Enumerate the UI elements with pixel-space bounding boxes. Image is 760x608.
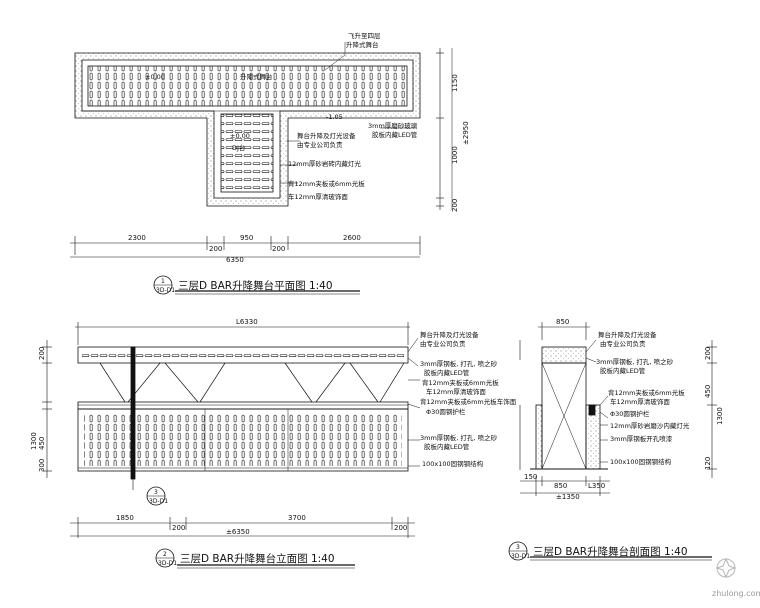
watermark-text: zhulong.com bbox=[712, 589, 760, 598]
elevation-note-4: 胶板内藏LED管 bbox=[424, 368, 470, 377]
elevation-badge-top: 2 bbox=[163, 551, 167, 558]
plan-equip-1: 舞台升降及灯光设备 bbox=[297, 131, 356, 140]
section-upper-block bbox=[541, 346, 587, 364]
elevation-note-6: 车12mm厚清玻饰面 bbox=[426, 387, 486, 396]
plan-equip-2: 由专业公司负责 bbox=[297, 140, 343, 149]
plan-deck-stem bbox=[220, 113, 274, 193]
watermark-logo-icon bbox=[715, 557, 737, 579]
section-note-5: 背12mm夹板或6mm光板 bbox=[608, 388, 685, 397]
elevation-note-3: 3mm厚钢板, 打孔, 喷之砂 bbox=[420, 359, 498, 368]
elevation-dim-b3: 3700 bbox=[288, 514, 306, 522]
elevation-note-9: 3mm厚钢板, 打孔, 喷之砂 bbox=[420, 433, 498, 442]
elevation-note-10: 胶板内藏LED管 bbox=[424, 442, 470, 451]
elevation-upper-deck bbox=[77, 346, 409, 364]
elevation-title: 三层D BAR升降舞台立面图 1:40 bbox=[180, 552, 335, 565]
plan-level-mark: -1.05 bbox=[326, 113, 343, 121]
elevation-dim-b4: 200 bbox=[394, 524, 407, 532]
elevation-dim-left-3: 300 bbox=[38, 459, 46, 472]
plan-dim-2: 200 bbox=[209, 245, 222, 253]
plan-note-r1: 12mm厚砂岩砖内藏灯光 bbox=[288, 159, 361, 168]
plan-deck-top bbox=[87, 65, 408, 107]
plan-dim-right-3: 200 bbox=[451, 199, 459, 212]
elevation-note-7: 背12mm夹板或6mm光板车饰面 bbox=[420, 397, 517, 406]
elevation-badge-bottom: 3D-D1 bbox=[158, 560, 177, 567]
elevation-railing bbox=[77, 401, 409, 410]
plan-center-top: 升降式舞台 bbox=[240, 72, 273, 81]
elevation-note-11: 100x100固钢钢结构 bbox=[422, 459, 484, 468]
plan-badge-bottom: 3D-D1 bbox=[156, 287, 175, 294]
plan-view bbox=[70, 42, 453, 295]
elevation-text: L6330 200 450 300 1300 1850 200 3700 200… bbox=[30, 318, 517, 567]
section-note-10: 100x100固钢钢结构 bbox=[610, 457, 672, 466]
section-note-1: 舞台升降及灯光设备 bbox=[598, 330, 657, 339]
section-dim-b1: 150 bbox=[524, 473, 537, 481]
plan-dim-right-1: 1150 bbox=[451, 74, 459, 92]
elevation-section-badge-top: 3 bbox=[154, 489, 158, 496]
plan-note-top-1: 飞升至四层 bbox=[348, 31, 381, 40]
watermark: zhulong.com bbox=[712, 557, 760, 598]
plan-dim-3: 950 bbox=[240, 234, 253, 242]
plan-note-r2b: 车12mm厚清玻饰面 bbox=[288, 192, 348, 201]
elevation-dim-b1: 1850 bbox=[116, 514, 134, 522]
section-note-2: 由专业公司负责 bbox=[600, 339, 646, 348]
elevation-view bbox=[42, 322, 421, 569]
plan-note-r2a: 背12mm夹板或6mm光板 bbox=[288, 179, 365, 188]
elevation-dim-left-2: 450 bbox=[38, 437, 46, 450]
plan-dim-4: 200 bbox=[272, 245, 285, 253]
section-note-8: 12mm厚砂岩磨沙内藏灯光 bbox=[610, 421, 690, 430]
section-note-3: 3mm厚钢板, 打孔, 喷之砂 bbox=[596, 357, 674, 366]
section-note-9: 3mm厚钢板开孔喷漆 bbox=[610, 434, 673, 443]
section-dim-r1: 200 bbox=[704, 347, 712, 360]
elevation-dim-left-1: 200 bbox=[38, 347, 46, 360]
plan-dim-right-total: ±2950 bbox=[462, 121, 470, 145]
elevation-dim-left-4: 1300 bbox=[30, 432, 38, 450]
elevation-note-1: 舞台升降及灯光设备 bbox=[420, 330, 479, 339]
plan-center-left-1: ±0.00 bbox=[230, 132, 250, 140]
plan-badge-top: 1 bbox=[161, 278, 165, 285]
section-dim-r4: 120 bbox=[704, 457, 712, 470]
section-text: 850 舞台升降及灯光设备 由专业公司负责 3mm厚钢板, 打孔, 喷之砂 胶板… bbox=[511, 318, 724, 560]
section-title: 三层D BAR升降舞台剖面图 1:40 bbox=[533, 545, 688, 558]
section-dim-r3: 1300 bbox=[716, 407, 724, 425]
plan-dim-5: 2600 bbox=[343, 234, 361, 242]
elevation-note-5: 背12mm夹板或6mm光板 bbox=[422, 378, 499, 387]
plan-dim-total: 6350 bbox=[226, 256, 244, 264]
elevation-dim-b2: 200 bbox=[172, 524, 185, 532]
elevation-truss bbox=[99, 362, 405, 403]
elevation-section-badge-bottom: 3D-D1 bbox=[149, 498, 168, 505]
section-note-6: 车12mm厚清玻饰面 bbox=[610, 397, 670, 406]
plan-center-left-2: DJ台 bbox=[232, 143, 245, 152]
plan-led-1: 3mm厚磨砂玻璃 bbox=[368, 121, 418, 130]
section-badge-bottom: 3D-D1 bbox=[511, 553, 530, 560]
section-dim-r2: 450 bbox=[704, 385, 712, 398]
plan-text: 飞升至四层 升降式舞台 ±0.00 升降式舞台 -1.05 ±0.00 DJ台 … bbox=[128, 31, 470, 294]
section-dim-total: ±1350 bbox=[556, 493, 580, 501]
section-badge-top: 3 bbox=[516, 544, 520, 551]
section-note-4: 胶板内藏LED管 bbox=[600, 366, 646, 375]
elevation-dim-top: L6330 bbox=[236, 318, 258, 326]
section-view bbox=[508, 322, 717, 561]
plan-led-2: 胶板内藏LED管 bbox=[372, 130, 418, 139]
plan-note-top-2: 升降式舞台 bbox=[346, 40, 379, 49]
plan-dim-1: 2300 bbox=[128, 234, 146, 242]
plan-title: 三层D BAR升降舞台平面图 1:40 bbox=[178, 279, 333, 292]
section-note-7: Φ30圆钢护栏 bbox=[610, 409, 650, 418]
section-dim-b3: L350 bbox=[588, 482, 605, 490]
section-dim-b2: 850 bbox=[554, 482, 567, 490]
section-dim-top: 850 bbox=[556, 318, 569, 326]
elevation-dim-total: ±6350 bbox=[226, 528, 250, 536]
elevation-note-8: Φ30圆钢护栏 bbox=[426, 407, 466, 416]
plan-left-mark: ±0.00 bbox=[145, 73, 165, 81]
elevation-note-2: 由专业公司负责 bbox=[420, 339, 466, 348]
plan-dim-right-2: 1000 bbox=[451, 146, 459, 164]
